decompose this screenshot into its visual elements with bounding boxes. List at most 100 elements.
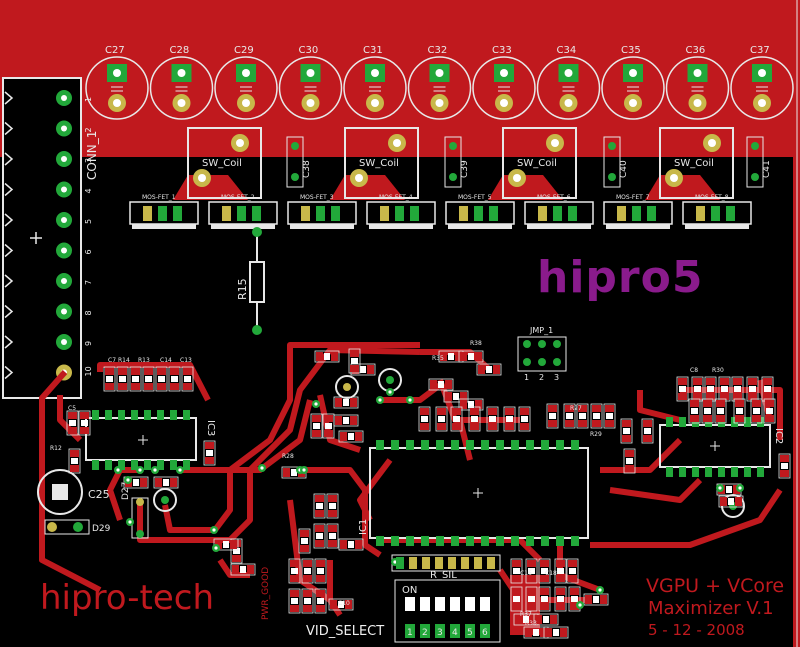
capacitor-hole <box>242 99 250 107</box>
smd-pad <box>215 540 222 549</box>
smd-pad <box>565 405 574 412</box>
ic-pad <box>481 536 489 546</box>
smd-pad <box>475 400 482 409</box>
smd-outline <box>576 403 589 429</box>
smd-pad <box>716 400 725 407</box>
ic-pad <box>481 440 489 450</box>
smd-pad <box>735 497 742 506</box>
connector-pin-number: 9 <box>84 341 93 346</box>
smd-pad <box>735 400 744 407</box>
smd-body <box>317 568 324 574</box>
component-designator: C10 <box>338 600 350 607</box>
smd-body <box>132 376 139 382</box>
rsil-pad <box>435 557 443 569</box>
connector-pin-number: 6 <box>84 249 93 254</box>
smd-pad <box>437 408 446 415</box>
smd-pad <box>693 378 702 385</box>
smd-pad <box>68 427 77 434</box>
smd-body <box>291 469 297 476</box>
smd-pad <box>290 575 299 582</box>
smd-body <box>171 376 178 382</box>
svg-text:IC1: IC1 <box>358 519 369 535</box>
via-hole <box>178 468 182 472</box>
smd-body <box>133 479 139 486</box>
ic-pad <box>757 467 764 477</box>
dip-switch-number: 1 <box>407 628 413 638</box>
dip-switch-cell <box>420 624 430 638</box>
ic-pad <box>541 536 549 546</box>
smd-outline <box>538 586 551 612</box>
capacitor-hole <box>693 99 702 107</box>
capacitor-hole <box>177 69 186 77</box>
component-designator: R14 <box>118 357 130 364</box>
smd-pad <box>765 415 774 422</box>
smd-pad <box>452 408 461 415</box>
mosfet-tab <box>606 224 670 229</box>
ic-pad <box>731 417 738 427</box>
rsil-pad <box>409 557 417 569</box>
svg-text:ON: ON <box>402 585 417 596</box>
coil-outline <box>187 127 262 199</box>
smd-pad <box>144 368 153 375</box>
ic-pad <box>744 467 751 477</box>
smd-pad <box>355 540 362 549</box>
smd-outline <box>435 406 448 432</box>
component-designator: R35 <box>432 355 444 362</box>
smd-outline <box>68 448 81 474</box>
smd-outline <box>155 366 168 392</box>
smd-pad <box>70 465 79 472</box>
smd-outline <box>503 406 516 432</box>
connector-pin-number: 3 <box>84 158 93 163</box>
mosfet-label: MOS-FET_8 <box>695 194 729 201</box>
smd-body <box>343 417 349 424</box>
coil-hole <box>708 139 716 147</box>
smd-outline <box>78 410 91 436</box>
smd-pad <box>328 510 337 517</box>
ic-pad <box>496 536 504 546</box>
smd-pad <box>80 427 89 434</box>
connector-pad-hole <box>61 186 67 193</box>
via-hole <box>738 486 742 490</box>
smd-outline <box>458 350 484 363</box>
connector-pad-hole <box>61 156 67 162</box>
smd-pad <box>312 415 321 422</box>
ic-pad <box>157 460 164 470</box>
smd-pad <box>324 430 333 437</box>
smd-body <box>304 568 311 574</box>
smd-pad <box>505 423 514 430</box>
smd-pad <box>716 415 725 422</box>
component-designator: R13 <box>138 357 150 364</box>
coil-hole <box>551 139 559 147</box>
ic-pad <box>170 410 177 420</box>
smd-pad <box>488 408 497 415</box>
smd-outline <box>338 430 364 443</box>
smd-pad <box>780 470 789 477</box>
smd-body <box>704 408 711 414</box>
smd-body <box>421 416 428 422</box>
smd-body <box>606 413 613 419</box>
diode-d29: D29 <box>44 519 111 535</box>
ic-pad <box>421 440 429 450</box>
smd-pad <box>540 575 549 582</box>
connector-pin-number: 2 <box>84 127 93 132</box>
smd-outline <box>714 398 727 424</box>
capacitor-label: C35 <box>621 45 641 56</box>
capacitor-hole <box>113 99 121 107</box>
smd-pad <box>780 455 789 462</box>
smd-pad <box>592 420 601 427</box>
smd-pad <box>733 378 742 385</box>
ic-pad <box>571 536 579 546</box>
smd-body <box>644 428 651 434</box>
dip-switch-number: 2 <box>422 628 428 638</box>
mosfet-pad <box>252 206 261 221</box>
capacitor-outline <box>536 56 601 120</box>
smd-pad <box>460 352 467 361</box>
coil-hole <box>670 174 678 182</box>
connector-notch <box>4 213 14 227</box>
smd-pad <box>303 575 312 582</box>
smd-pad <box>748 378 757 385</box>
smd-pad <box>545 628 552 637</box>
coil-label: SW_Coil <box>359 158 399 169</box>
